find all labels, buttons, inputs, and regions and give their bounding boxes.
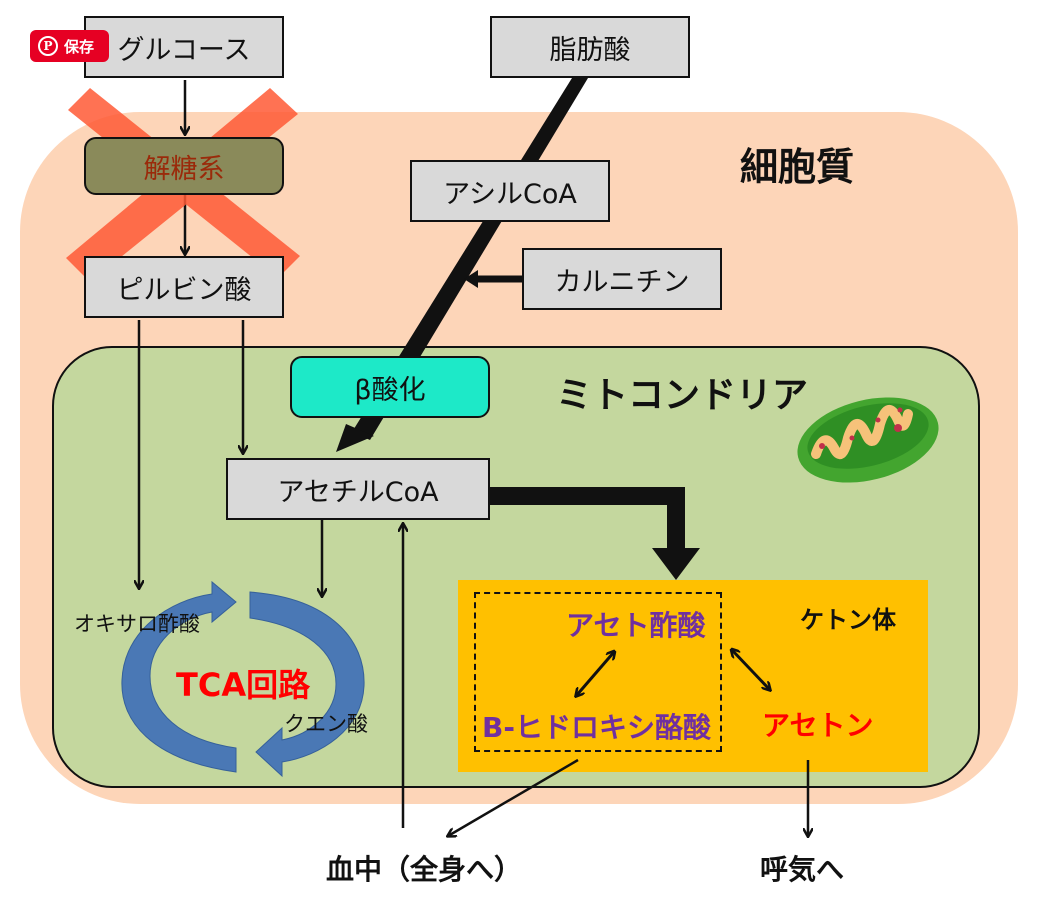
acetoacetate-label: アセト酢酸 (566, 609, 706, 642)
citrate-label: クエン酸 (284, 712, 368, 736)
acyl-coa-label: アシルCoA (443, 178, 577, 210)
carnitine-label: カルニチン (554, 266, 690, 298)
double-arrow-aa-acetone (732, 650, 770, 690)
node-fatty-acid: 脂肪酸 (490, 16, 690, 78)
ketone-body-area (458, 580, 928, 772)
node-acyl-coa: アシルCoA (410, 160, 610, 222)
thick-arrowhead-beta (336, 424, 374, 452)
blood-destination-label: 血中（全身へ） (326, 853, 523, 886)
hydroxybutyrate-label: B-ヒドロキシ酪酸 (482, 711, 711, 744)
beta-oxidation-label: β酸化 (354, 374, 426, 406)
node-acetyl-coa: アセチルCoA (226, 458, 490, 520)
glucose-label: グルコース (117, 34, 251, 66)
pinterest-icon: P (38, 36, 58, 56)
tca-arrow-upper (121, 580, 237, 773)
mitochondria-illustration-icon (797, 397, 939, 483)
node-glycolysis: 解糖系 (84, 137, 284, 195)
node-beta-oxidation: β酸化 (290, 356, 490, 418)
tca-arrow-lower (249, 591, 365, 778)
dashed-group (474, 592, 722, 752)
node-carnitine: カルニチン (522, 248, 722, 310)
mitochondria-label: ミトコンドリア (556, 375, 809, 416)
double-arrow-aa-hb (576, 652, 614, 696)
node-pyruvate: ピルビン酸 (84, 256, 284, 318)
glycolysis-label: 解糖系 (143, 153, 225, 185)
tca-cycle-label: TCA回路 (176, 666, 311, 704)
arrowhead-carnitine (464, 270, 478, 288)
thick-arrow-ketone (490, 487, 685, 552)
pyruvate-label: ピルビン酸 (116, 274, 252, 306)
fatty-acid-label: 脂肪酸 (549, 34, 631, 66)
oxaloacetate-label: オキサロ酢酸 (74, 612, 200, 636)
cytoplasm-label: 細胞質 (740, 145, 855, 189)
arrow-hydroxybutyrate-blood (448, 758, 579, 836)
pinterest-save-label: 保存 (64, 37, 95, 56)
node-glucose: グルコース (84, 16, 284, 78)
ketone-body-title: ケトン体 (800, 606, 896, 634)
arrowhead-ketone (652, 548, 700, 580)
pinterest-save-button[interactable]: P 保存 (30, 30, 109, 62)
breath-destination-label: 呼気へ (760, 853, 845, 886)
acetone-label: アセトン (762, 709, 874, 742)
acetyl-coa-label: アセチルCoA (277, 476, 439, 508)
